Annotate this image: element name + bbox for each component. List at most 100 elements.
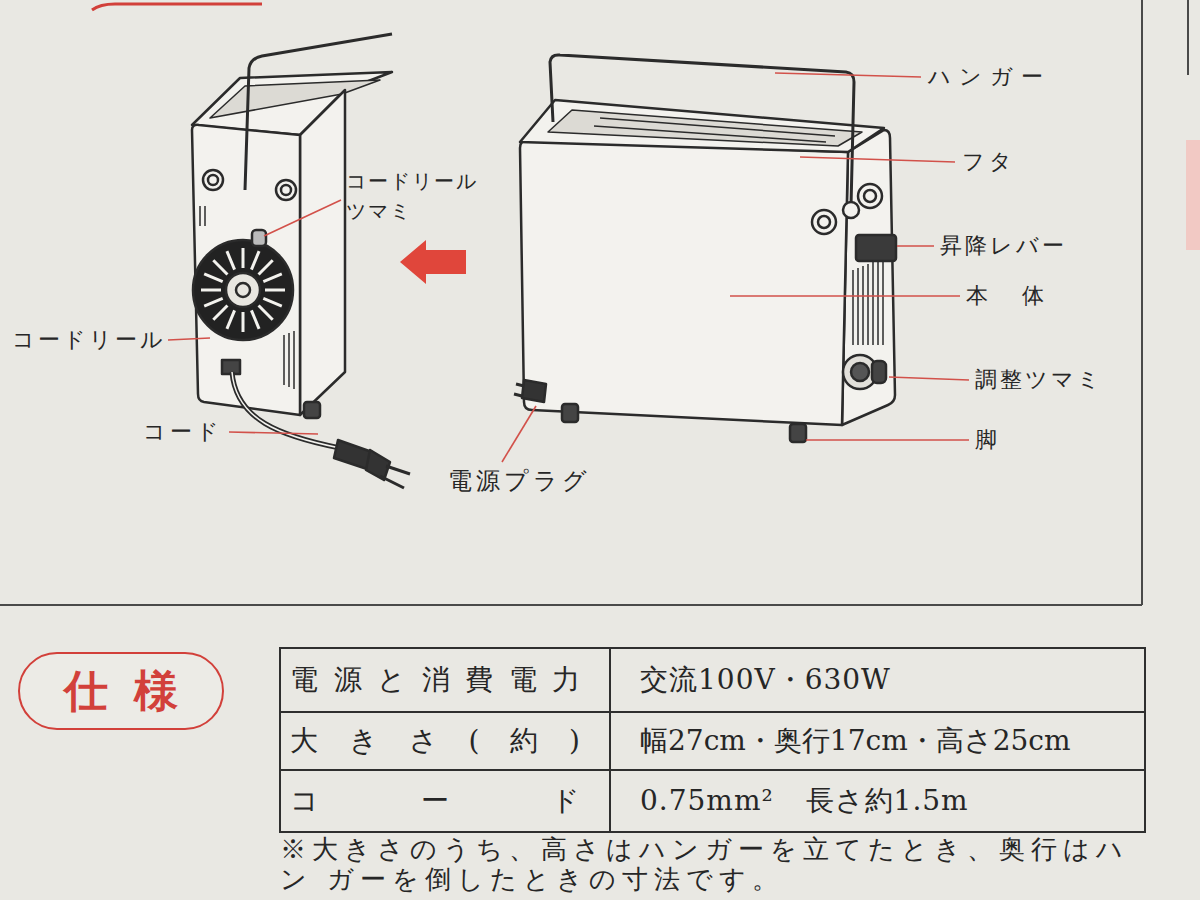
table-grid: [280, 648, 1145, 832]
toaster-left: [192, 34, 410, 488]
toaster-left: [263, 274, 281, 282]
toaster-right: [516, 384, 524, 386]
leader-line: [264, 200, 341, 236]
toaster-left: [203, 170, 223, 190]
leader-line: [806, 439, 969, 441]
toaster-left: [204, 274, 222, 282]
toaster-right: [851, 363, 869, 381]
toaster-left: [201, 289, 221, 292]
part-name: コード: [143, 419, 223, 445]
part-name: ハンガー: [928, 64, 1051, 90]
toaster-left: [380, 476, 404, 488]
toaster-left: [210, 80, 380, 118]
leader-line: [229, 432, 318, 434]
direction-arrow: [400, 240, 466, 284]
leader-line: [168, 338, 210, 340]
toaster-right: [562, 404, 578, 422]
table-grid: [280, 769, 1145, 771]
toaster-left: [245, 34, 392, 190]
page-frame: [1141, 0, 1143, 605]
toaster-right: [858, 184, 882, 208]
toaster-right: [882, 262, 884, 345]
toaster-left: [213, 260, 227, 274]
toaster-right: [853, 262, 883, 345]
toaster-right: [842, 130, 895, 425]
toaster-right: [790, 424, 806, 442]
toaster-right: [520, 140, 848, 425]
toaster-right: [520, 100, 884, 152]
toaster-right: [877, 262, 879, 345]
part-name: 調整ツマミ: [975, 367, 1103, 393]
toaster-left: [251, 310, 259, 328]
table-cell: 0.75mm² 長さ約1.5m: [640, 771, 1135, 831]
table-cell: 幅27cm・奥行17cm・高さ25cm: [640, 713, 1135, 769]
part-name: フタ: [962, 149, 1016, 175]
toaster-left: [283, 335, 285, 385]
toaster-left: [226, 273, 260, 307]
table-grid: [280, 648, 1145, 832]
toaster-left: [300, 90, 345, 415]
part-name: 昇降レバー: [940, 233, 1067, 259]
page-frame: [1187, 0, 1189, 75]
toaster-left: [386, 466, 410, 474]
toaster-right: [857, 268, 859, 345]
toaster-left: [304, 402, 320, 418]
table-cell: 大きさ(約): [290, 713, 580, 769]
page-frame: [0, 604, 1142, 606]
toaster-left: [242, 312, 245, 332]
page-frame: [1186, 140, 1200, 250]
toaster-left: [213, 306, 227, 320]
toaster-left: [288, 333, 290, 387]
toaster-left: [204, 206, 206, 226]
toaster-left: [252, 230, 266, 246]
table-cell: コード: [290, 771, 580, 831]
leader-line: [889, 377, 969, 380]
toaster-right: [514, 55, 896, 442]
toaster-right: [872, 262, 874, 345]
table-grid: [609, 648, 611, 832]
toaster-left: [232, 372, 340, 448]
toaster-left: [201, 248, 285, 332]
toaster-left: [192, 72, 392, 135]
part-name: コードリール ツマミ: [346, 166, 486, 226]
toaster-left: [263, 298, 281, 306]
table-cell: 電源と消費電力: [290, 649, 580, 711]
heading-text: 仕様: [38, 662, 204, 721]
toaster-left: [293, 331, 295, 389]
part-name: 電源プラグ: [448, 468, 591, 494]
toaster-left: [193, 240, 293, 340]
toaster-left: [265, 289, 285, 292]
toaster-right: [872, 361, 886, 383]
part-name: 脚: [975, 427, 997, 453]
leader-line: [730, 295, 960, 297]
toaster-right: [867, 264, 869, 345]
table-cell: 交流100V・630W: [640, 649, 1135, 711]
page-frame: [0, 0, 1200, 605]
toaster-left: [251, 251, 259, 269]
toaster-left: [200, 206, 294, 389]
part-name: 本体: [966, 283, 1078, 309]
toaster-right: [856, 235, 896, 261]
direction-arrow: [400, 240, 466, 284]
heading-badge: 仕様: [18, 652, 224, 730]
leader-line: [168, 73, 969, 462]
toaster-right: [522, 380, 546, 402]
toaster-left: [281, 185, 291, 195]
leader-line: [775, 73, 921, 77]
leader-line: [800, 157, 955, 162]
toaster-left: [204, 298, 222, 306]
toaster-left: [199, 206, 201, 226]
leader-line: [897, 245, 934, 247]
toaster-left: [242, 248, 245, 268]
toaster-right: [600, 118, 835, 136]
toaster-right: [864, 190, 876, 202]
toaster-right: [812, 210, 836, 234]
toaster-right: [852, 270, 854, 345]
toaster-right: [843, 202, 859, 218]
note-text: ※大きさのうち、高さはハンガーを立てたとき、奥行はハン ガーを倒したときの寸法で…: [280, 834, 1156, 894]
toaster-left: [236, 283, 250, 297]
page-frame: [92, 4, 262, 10]
toaster-right: [548, 110, 862, 146]
